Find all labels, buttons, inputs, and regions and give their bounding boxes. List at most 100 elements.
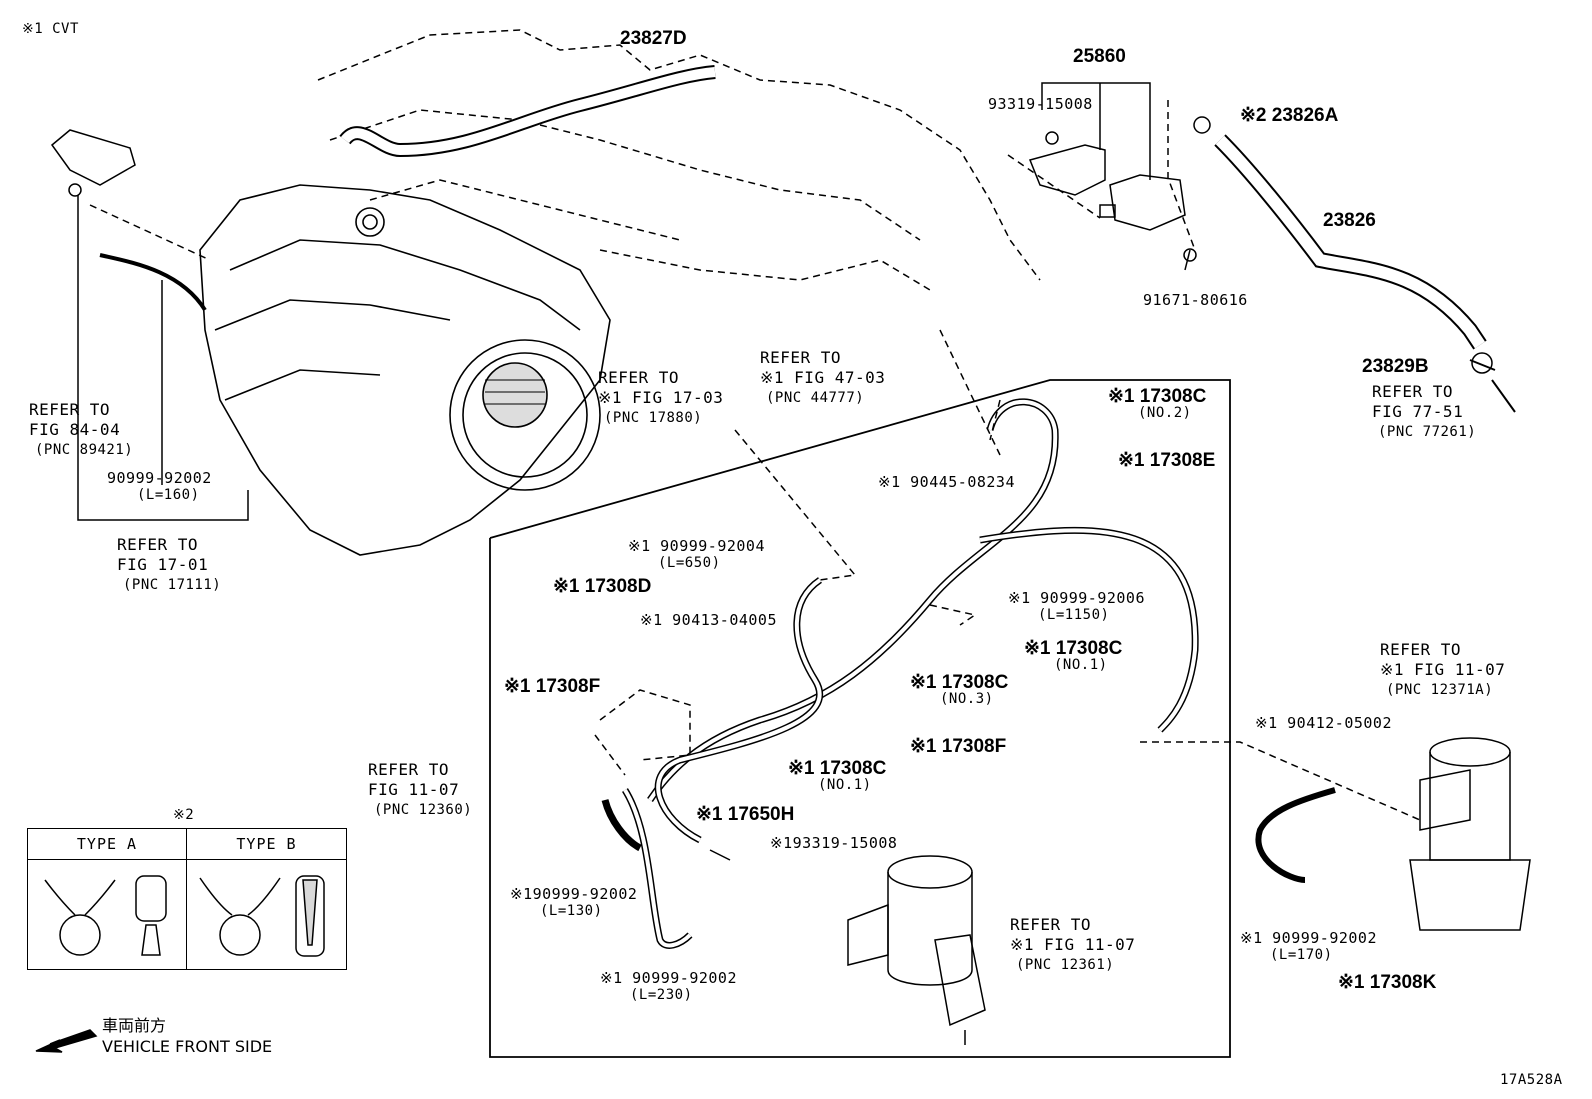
type-b-label: TYPE B — [236, 835, 297, 853]
canister-right — [1409, 737, 1531, 931]
callout-c7: 23829B — [1362, 356, 1429, 377]
callout-line: ※1 17308C — [910, 672, 1009, 693]
callout-c28: ※193319-15008 — [770, 835, 897, 852]
callout-line: ※1 17308F — [504, 676, 601, 697]
callout-line: ※1 17308C — [1024, 638, 1123, 659]
callout-line: ※1 17308F — [910, 736, 1007, 757]
callout-line: ※193319-15008 — [770, 834, 898, 852]
callout-c15: ※1 17308E — [1118, 450, 1216, 471]
callout-c24: ※1 17308F — [910, 736, 1007, 757]
clip-type-a — [44, 875, 167, 956]
clip-type-legend: ※2 TYPE A TYPE B — [27, 807, 347, 970]
front-kanji: 車両前方 — [102, 1016, 167, 1035]
callout-line: FIG 11-07 — [368, 780, 460, 799]
callout-c5: 23826 — [1323, 210, 1376, 231]
callout-c12: REFER TO※1 FIG 17-03(PNC 17880) — [598, 368, 723, 428]
canister — [847, 855, 986, 1045]
type-a-label: TYPE A — [76, 835, 138, 853]
callout-c34: ※1 90999-92002(L=170) — [1240, 930, 1377, 964]
callout-line: ※1 FIG 47-03 — [760, 368, 886, 387]
callout-line: REFER TO — [598, 368, 680, 387]
callout-c10: 90999-92002(L=160) — [107, 470, 212, 504]
cvt-note: ※1 CVT — [22, 21, 79, 37]
figure-id: 17A528A — [1500, 1072, 1563, 1088]
callout-c6: 91671-80616 — [1143, 292, 1248, 309]
callout-c20: ※1 90999-92006(L=1150) — [1008, 590, 1145, 624]
callout-line: ※1 90413-04005 — [640, 611, 777, 629]
callout-c4: ※2 23826A — [1240, 106, 1338, 125]
callout-line: 91671-80616 — [1143, 291, 1248, 309]
callout-line: ※1 90412-05002 — [1255, 714, 1392, 732]
callout-line: (L=170) — [1270, 947, 1333, 963]
callout-c27: ※1 17650H — [696, 804, 795, 825]
callout-line: (L=230) — [630, 987, 693, 1003]
callout-line: 90999-92002 — [107, 469, 212, 487]
callout-line: REFER TO — [117, 535, 199, 554]
callout-line: ※1 90445-08234 — [878, 473, 1015, 491]
callout-line: (NO.2) — [1138, 405, 1192, 421]
callout-c32: REFER TO※1 FIG 11-07(PNC 12371A) — [1380, 640, 1505, 700]
callout-c3: 93319-15008 — [988, 96, 1093, 113]
callout-line: 25860 — [1073, 46, 1126, 67]
callout-c35: ※1 17308K — [1338, 973, 1436, 992]
callout-line: REFER TO — [1380, 640, 1462, 659]
sensor-part — [50, 129, 136, 197]
callout-c23: ※1 17308C(NO.3) — [910, 672, 1009, 708]
callout-line: 23829B — [1362, 356, 1429, 377]
inset-frame — [489, 379, 1231, 1058]
front-text: VEHICLE FRONT SIDE — [102, 1037, 273, 1056]
callout-line: ※1 17650H — [696, 804, 795, 825]
legend-mark: ※2 — [173, 807, 195, 823]
callout-line: ※190999-92002 — [510, 885, 638, 903]
callout-line: (NO.1) — [1054, 657, 1108, 673]
callout-line: 23826 — [1323, 210, 1376, 231]
callout-line: 23827D — [620, 28, 687, 49]
callout-line: ※1 90999-92006 — [1008, 589, 1145, 607]
callout-c19: ※1 90413-04005 — [640, 612, 777, 629]
callout-line: ※1 17308D — [553, 576, 652, 597]
callout-c17: ※1 90999-92004(L=650) — [628, 538, 765, 572]
vehicle-front-label: 車両前方 VEHICLE FRONT SIDE — [102, 1015, 272, 1057]
callout-line: (NO.3) — [940, 691, 994, 707]
callout-line: ※1 17308C — [1108, 386, 1207, 407]
callout-line: (L=160) — [137, 487, 200, 503]
callout-c33: ※1 90412-05002 — [1255, 715, 1392, 732]
callout-line: (PNC 12360) — [374, 802, 473, 818]
hose-90999-92006 — [979, 526, 1199, 733]
callout-c16: ※1 90445-08234 — [878, 474, 1015, 491]
callout-line: REFER TO — [1010, 915, 1092, 934]
callout-line: (L=130) — [540, 903, 603, 919]
callout-c31: REFER TO※1 FIG 11-07(PNC 12361) — [1010, 915, 1135, 975]
callout-c21: ※1 17308F — [504, 676, 601, 697]
callout-line: REFER TO — [368, 760, 450, 779]
callout-line: ※1 17308E — [1118, 450, 1216, 471]
callout-c22: ※1 17308C(NO.1) — [1024, 638, 1123, 674]
callout-line: REFER TO — [1372, 382, 1454, 401]
callout-line: FIG 17-01 — [117, 555, 209, 574]
callout-c29: ※190999-92002(L=130) — [510, 886, 637, 920]
front-arrow-icon — [35, 1029, 98, 1053]
clip-type-b — [199, 875, 325, 957]
callout-line: (PNC 12361) — [1016, 957, 1115, 973]
callout-line: REFER TO — [29, 400, 111, 419]
engine-outline — [317, 29, 1041, 281]
vsv-25860 — [1028, 131, 1186, 231]
callout-line: (PNC 17880) — [604, 410, 703, 426]
callout-line: (PNC 44777) — [766, 390, 865, 406]
callout-line: FIG 84-04 — [29, 420, 121, 439]
callout-c1: 23827D — [620, 28, 687, 49]
callout-line: ※1 FIG 11-07 — [1380, 660, 1506, 679]
callout-line: (NO.1) — [818, 777, 872, 793]
callout-line: FIG 77-51 — [1372, 402, 1464, 421]
callout-c30: ※1 90999-92002(L=230) — [600, 970, 737, 1004]
callout-line: ※1 90999-92002 — [600, 969, 737, 987]
callout-c18: ※1 17308D — [553, 576, 652, 597]
hose-23826 — [1214, 134, 1487, 350]
intake-manifold — [199, 184, 611, 556]
callout-line: ※1 17308C — [788, 758, 887, 779]
